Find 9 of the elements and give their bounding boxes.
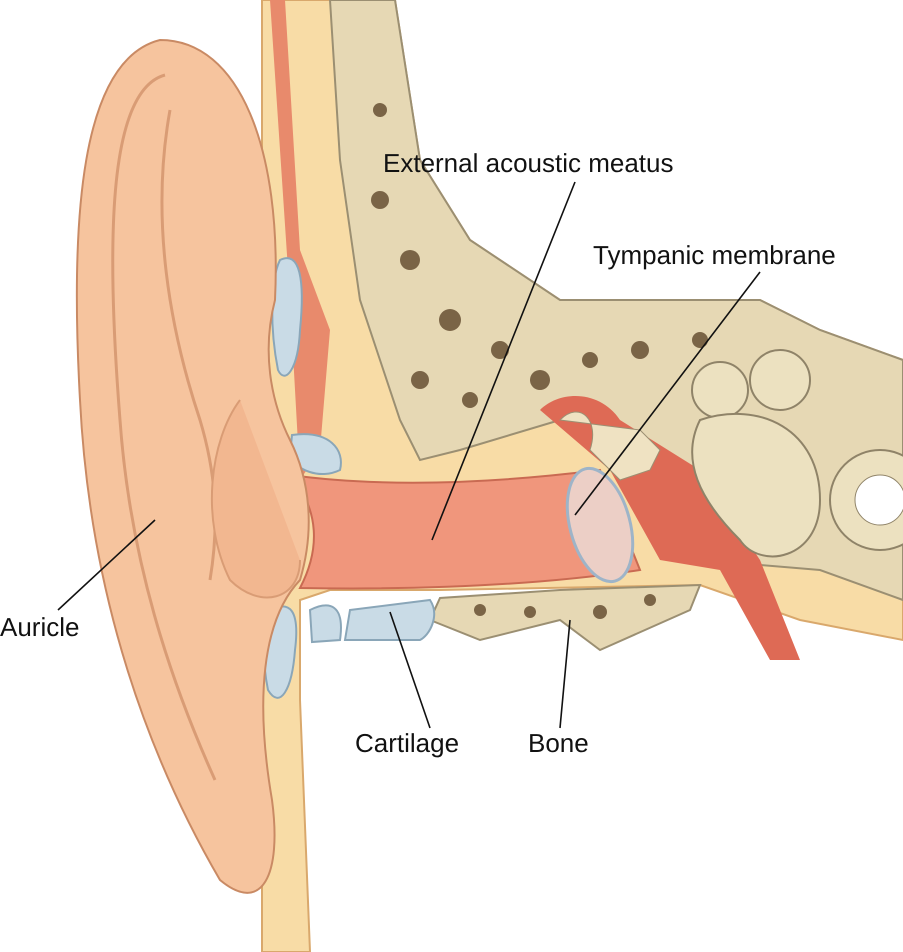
part-label: Auricle (0, 612, 80, 642)
leader-line (389, 612, 431, 728)
leader-line (574, 272, 761, 516)
part-label: Tympanic membrane (593, 240, 836, 270)
leader-line (57, 519, 156, 611)
part-label: Cartilage (355, 728, 460, 758)
part-label: Bone (528, 728, 589, 758)
leader-line (431, 182, 576, 540)
leader-line (559, 620, 571, 728)
